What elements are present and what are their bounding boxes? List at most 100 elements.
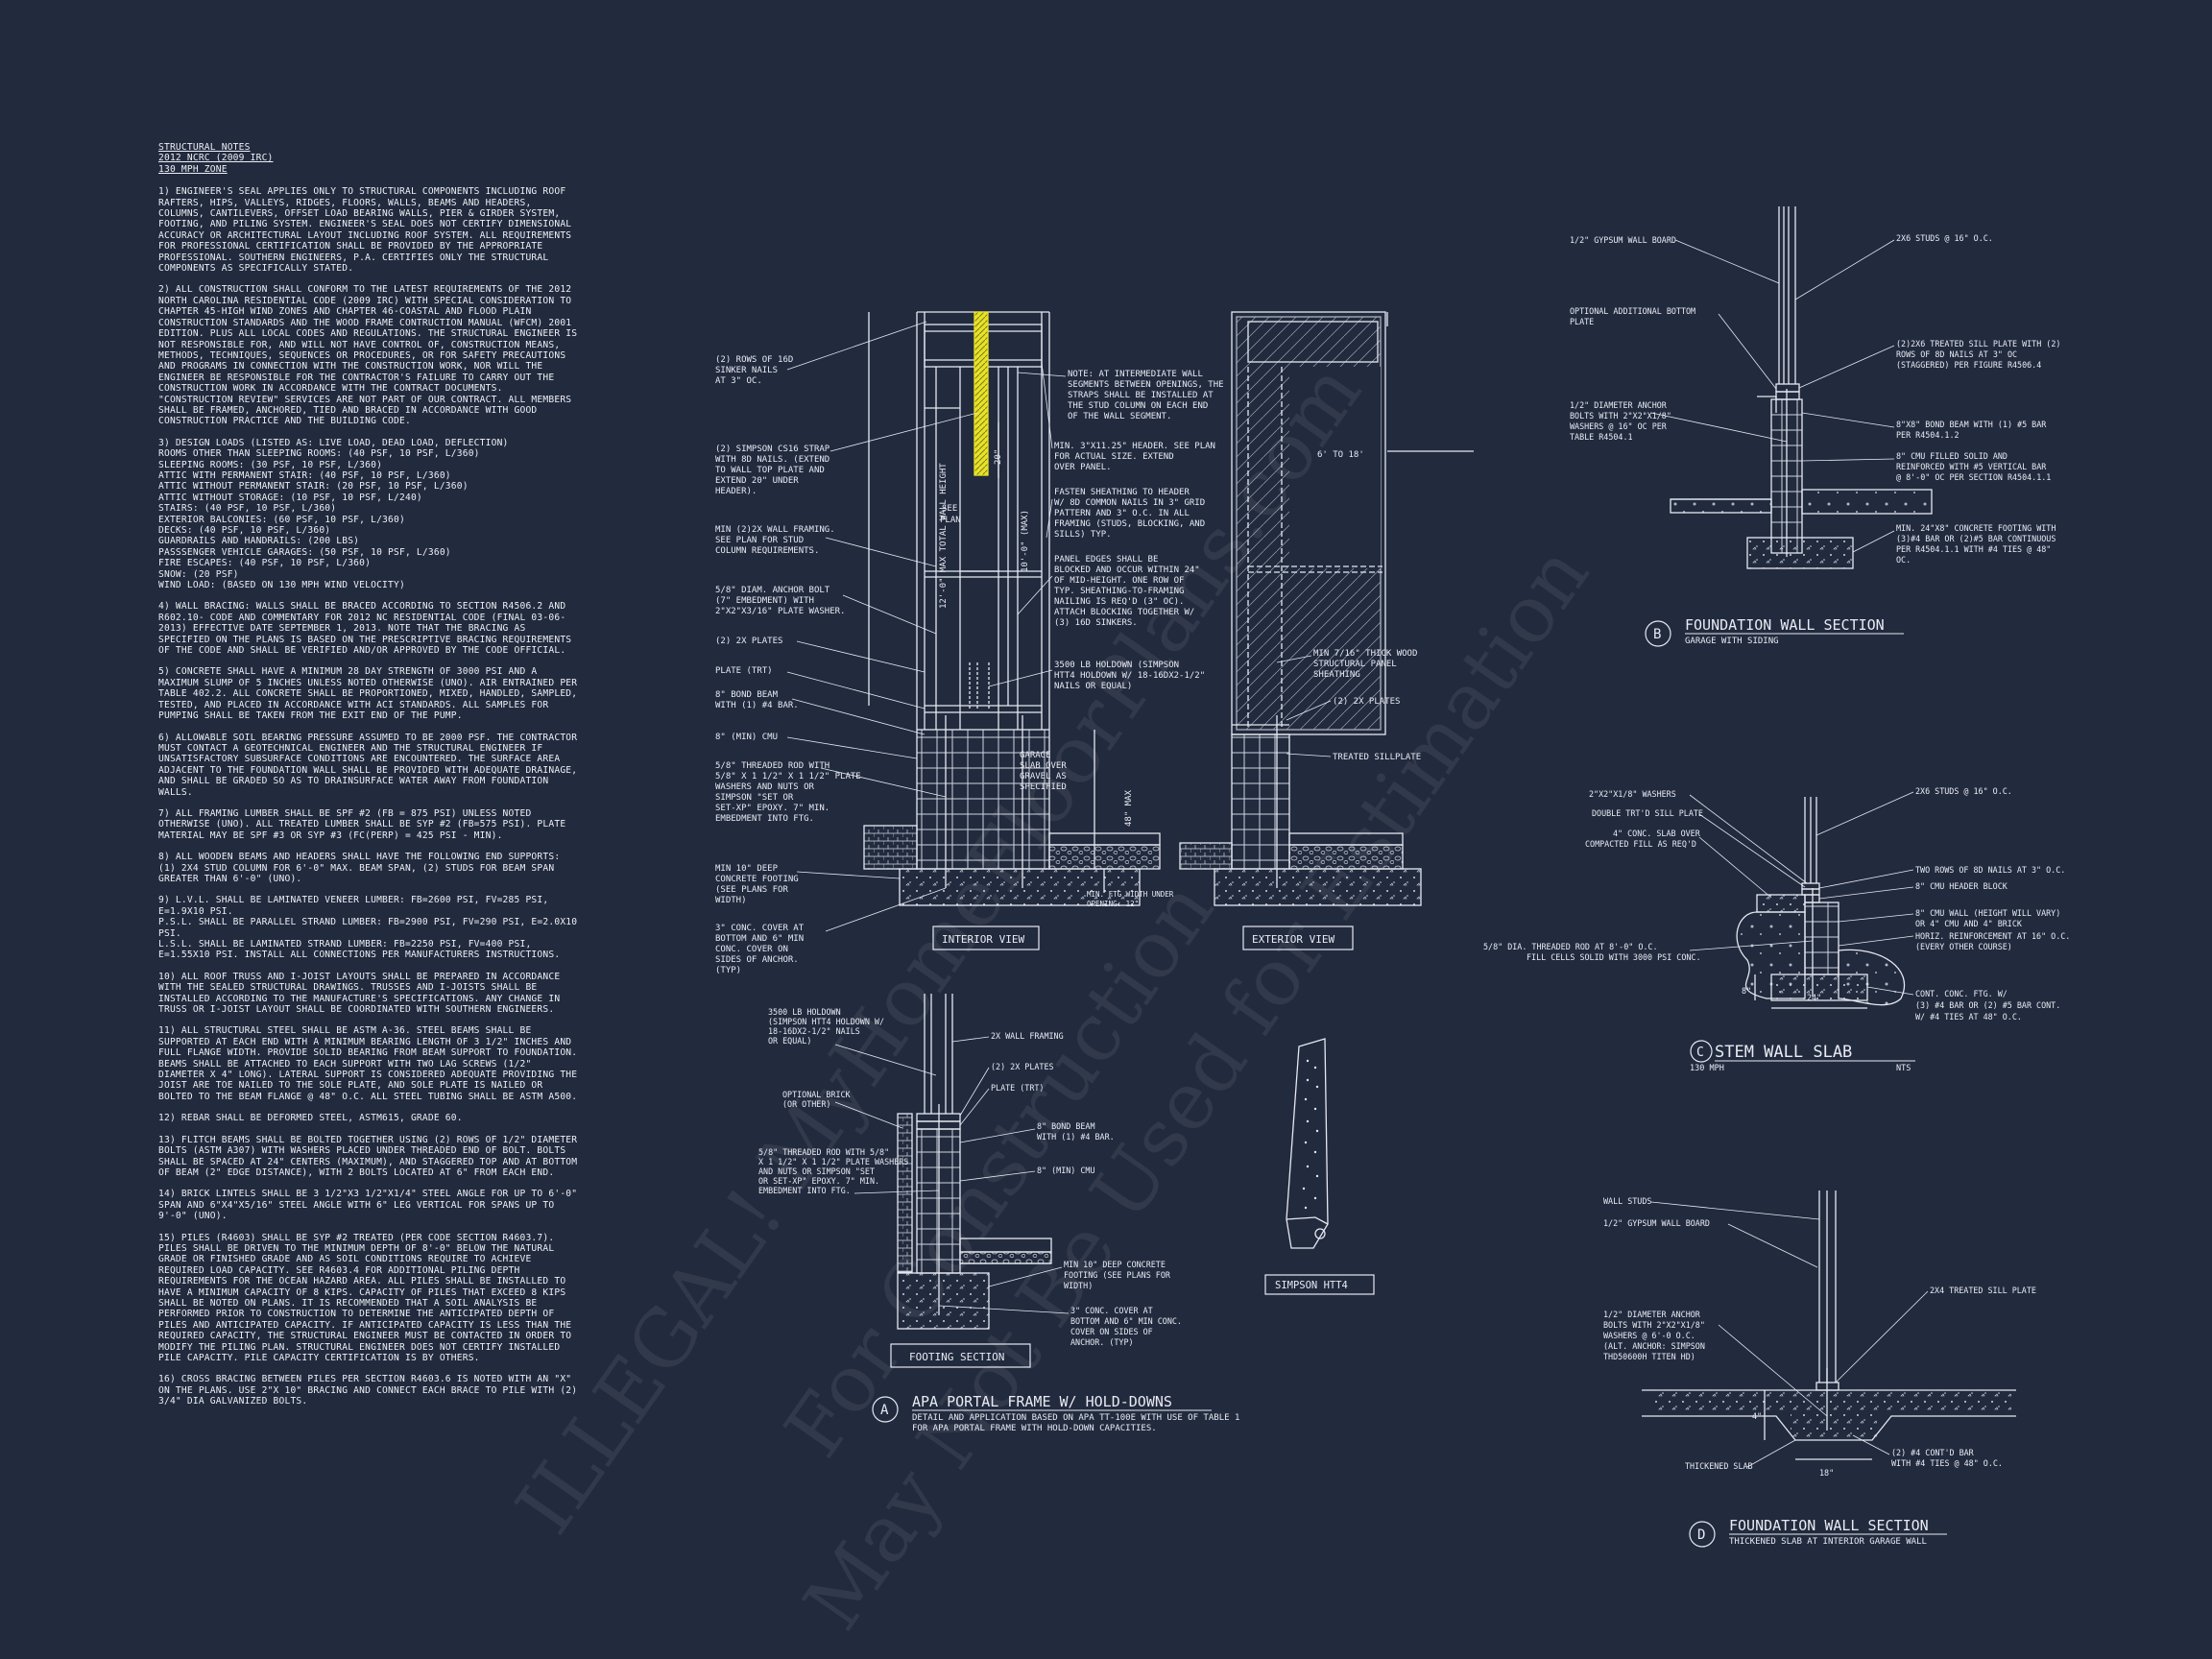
callout: (OR OTHER) [782,1099,830,1109]
simpson-htt4-drawing [1286,1038,1329,1249]
load-item: WIND LOAD: (BASED ON 130 MPH WIND VELOCI… [158,580,405,591]
callout: PANEL EDGES SHALL BE [1054,555,1158,565]
callout: (3) #4 BAR OR (2) #5 BAR CONT. [1915,1000,2060,1010]
interior-view-box [932,926,1040,950]
callout: 3" CONC. COVER AT [1070,1306,1153,1315]
callout: STRUCTURAL PANEL [1313,660,1397,669]
callout: 3500 LB HOLDOWN [768,1007,841,1017]
callout: (2) ROWS OF 16d [715,355,793,365]
detail-b-bubble [1645,620,1671,647]
detail-d-bubble [1689,1521,1716,1548]
callout: PER R4504.1.2 [1896,430,1960,440]
callout: (2) 2x PLATES [1333,697,1400,707]
callout: WITH (1) #4 BAR. [1037,1132,1115,1142]
note-4: 4) WALL BRACING: WALLS SHALL BE BRACED A… [158,601,572,657]
notes-zone: 130 mph ZONE [158,163,228,175]
callout: 5/8" DIAM. ANCHOR BOLT [715,586,830,595]
callout: BOLTS WITH 2"x2"x1/8" [1603,1320,1705,1330]
callout: WITH #4 TIES @ 48" O.C. [1891,1458,2003,1468]
callout: 2x6 STUDS @ 16" O.C. [1896,233,1993,243]
callout: (3)#4 BAR OR (2)#5 BAR CONTINUOUS [1896,534,2056,543]
note-6: 6) ALLOWABLE SOIL BEARING PRESSURE ASSUM… [158,732,578,798]
callout: BLOCKED AND OCCUR WITHIN 24" [1054,565,1200,575]
callout: AT 3" OC. [715,376,762,386]
callout: FASTEN SHEATHING TO HEADER [1054,488,1190,497]
callout: (2) #4 CONT'D BAR [1891,1448,1975,1457]
callout: WALL STUDS [1603,1196,1651,1206]
callout: FILL CELLS SOLID WITH 3000 PSI CONC. [1527,952,1701,962]
callout: SINKER NAILS [715,366,778,375]
callout: TREATED SILLPLATE [1333,753,1421,762]
callout: SET-XP" EPOXY. 7" MIN. [715,804,830,813]
callout: MIN (2)2X WALL FRAMING. [715,525,835,535]
detail-d-letter: D [1697,1527,1705,1543]
callout: 4" CONC. SLAB OVER [1613,829,1701,838]
note-13: 13) FLITCH BEAMS SHALL BE BOLTED TOGETHE… [158,1134,578,1178]
load-item: FIRE ESCAPES: (40 PSF, 10 PSF, L/360) [158,558,372,569]
exterior-leaders [1276,655,1332,757]
footing-section-drawing [897,994,1052,1330]
dim-24: 24" [1807,993,1821,1002]
callout: 1/2" GYPSUM WALL BOARD [1570,235,1676,245]
callout: w/ #4 TIES AT 48" O.C. [1915,1012,2022,1022]
detail-a-desc-2: FOR APA PORTAL FRAME WITH HOLD-DOWN CAPA… [912,1424,1157,1433]
callout: BOTTOM AND 6" MIN CONC. [1070,1316,1182,1326]
dim-4: 4" [1752,1411,1762,1421]
note-3-design-loads: 3) DESIGN LOADS (LISTED AS: LIVE LOAD, D… [158,438,581,591]
exterior-view-labels: 6' TO 18' MIN 7/16" THICK WOOD STRUCTURA… [1313,450,1421,762]
callout: (3) 16d SINKERS. [1054,618,1138,628]
callout: CONC. COVER ON [715,945,788,954]
load-item: DECKS: (40 PSF, 10 PSF, L/360) [158,525,331,536]
note-5: 5) CONCRETE SHALL HAVE A MINIMUM 28 DAY … [158,666,578,722]
callout: PATTERN AND 3" O.C. IN ALL [1054,509,1190,518]
callout: WASHERS @ 16" OC PER [1570,421,1668,431]
dim-12-max: 12'-0" MAX TOTAL WALL HEIGHT [939,463,949,609]
callout: OPTIONAL ADDITIONAL BOTTOM [1570,306,1695,316]
callout: GARAGE [1020,751,1051,760]
detail-d-leaders [1650,1201,1929,1468]
callout: OR SET-XP" EPOXY. 7" MIN. [758,1176,879,1186]
interior-view-labels: 20" SEE PLAN 10'-0" (MAX) 12'-0" MAX TOT… [939,449,1134,827]
callout: (7" EMBEDMENT) WITH [715,596,814,606]
callout: 5/8" THREADED ROD WITH 5/8" [758,1147,889,1157]
callout: MIN 7/16" THICK WOOD [1313,649,1417,659]
footing-section-labels: 3500 LB HOLDOWN (SIMPSON HTT4 HOLDOWN W/… [758,1007,1182,1347]
callout: MIN. 3"x11.25" HEADER. SEE PLAN [1054,442,1215,451]
callout: 2"x2"x3/16" PLATE WASHER. [715,607,845,616]
callout: COMPACTED FILL AS REQ'D [1585,839,1696,849]
dim-18: 18" [1819,1468,1834,1478]
detail-b-labels: 1/2" GYPSUM WALL BOARD 2x6 STUDS @ 16" O… [1570,233,2060,565]
callout: WIDTH) [1064,1281,1093,1290]
detail-d-title: FOUNDATION WALL SECTION [1729,1517,1929,1534]
callout: STRAPS SHALL BE INSTALLED AT [1068,391,1214,400]
note-15: 15) PILES (R4603) SHALL BE SYP #2 TREATE… [158,1232,572,1363]
callout: (ALT. ANCHOR: SIMPSON [1603,1341,1705,1351]
callout: NOTE: AT INTERMEDIATE WALL [1068,370,1203,379]
note-12: 12) REBAR SHALL BE DEFORMED STEEL, ASTM6… [158,1113,463,1124]
htt4-label: SIMPSON HTT4 [1275,1280,1348,1291]
callout: (EVERY OTHER COURSE) [1915,942,2012,951]
detail-a-mid-callouts: NOTE: AT INTERMEDIATE WALL SEGMENTS BETW… [1020,370,1224,908]
callout: PLATE [1570,317,1594,326]
callout: (2)2x6 TREATED SILL PLATE WITH (2) [1896,339,2060,349]
dim-10-max: 10'-0" (MAX) [1021,510,1030,572]
callout: 1/2" DIAMETER ANCHOR [1603,1310,1701,1319]
load-item: ROOMS OTHER THAN SLEEPING ROOMS: (40 PSF… [158,448,480,460]
callout: 8" CMU FILLED SOLID AND [1896,451,2008,461]
callout: NAILS OR EQUAL) [1054,682,1132,691]
callout: FRAMING (STUDS, BLOCKING, AND [1054,519,1205,529]
callout: FOR ACTUAL SIZE. EXTEND [1054,452,1174,462]
notes-title: STRUCTURAL NOTES [158,142,251,153]
callout: 3500 LB HOLDOWN (SIMPSON [1054,661,1179,670]
callout: 5/8" DIA. THREADED ROD AT 8'-0" O.C. [1483,942,1658,951]
load-item: ATTIC WITHOUT PERMANENT STAIR: (20 PSF, … [158,481,469,493]
load-item: GUARDRAILS AND HANDRAILS: (200 LBS) [158,536,360,547]
lumber-item: P.S.L. SHALL BE PARALLEL STRAND LUMBER: … [158,917,578,939]
callout: OR 4" CMU AND 4" BRICK [1915,919,2023,928]
callout: PLATE (TRT) [715,666,773,676]
detail-c-sub-2: NTS [1896,1064,1911,1073]
callout: (2) 2x PLATES [991,1062,1054,1071]
callout: (2) 2x PLATES [715,637,782,646]
callout: ROWS OF 8d NAILS AT 3" OC [1896,349,2017,359]
